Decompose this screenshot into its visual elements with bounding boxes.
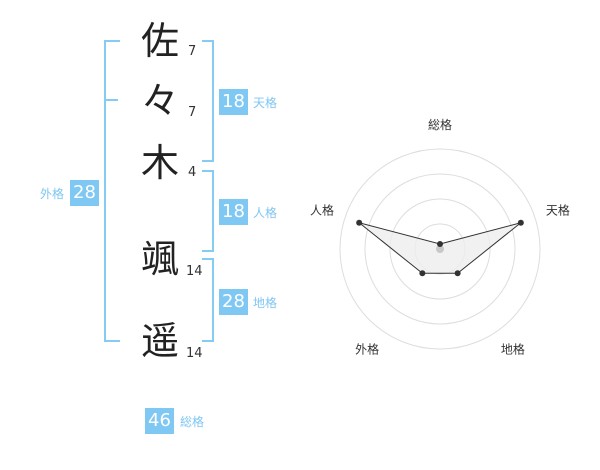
radar-grid-ring [339, 148, 541, 350]
jinkaku-score: 18 [219, 199, 248, 225]
radar-axis-label: 人格 [310, 203, 334, 218]
tenkaku-label: 天格 [253, 96, 278, 110]
name-char-2: 々 [140, 79, 179, 123]
radar-point [454, 270, 461, 277]
bracket-tick [104, 99, 118, 101]
radar-grid-ring [389, 198, 491, 300]
radar-axis-label: 総格 [428, 117, 452, 132]
chikaku-score: 28 [219, 289, 248, 315]
gaikaku-label: 外格 [40, 187, 65, 201]
jinkaku-label: 人格 [253, 206, 278, 220]
radar-axis-label: 地格 [501, 341, 525, 356]
tenkaku-bracket [202, 40, 214, 162]
soukaku-label: 総格 [180, 415, 205, 429]
jinkaku-bracket [202, 170, 214, 252]
gaikaku-score: 28 [70, 180, 99, 206]
chikaku-bracket [202, 258, 214, 342]
name-char-5: 遥 [140, 319, 179, 363]
radar-point [356, 219, 363, 226]
stroke-count-2: 7 [188, 105, 197, 120]
name-char-4: 颯 [140, 237, 179, 281]
radar-point [517, 219, 524, 226]
tenkaku-score: 18 [219, 89, 248, 115]
soukaku-score: 46 [145, 408, 174, 434]
name-char-3: 木 [140, 141, 179, 185]
stroke-count-1: 7 [188, 44, 197, 59]
radar-axis-label: 天格 [546, 203, 570, 218]
radar-axis-label: 外格 [355, 341, 379, 356]
chikaku-label: 地格 [253, 296, 278, 310]
radar-center-dot [436, 245, 444, 253]
radar-grid-ring [364, 173, 516, 325]
stroke-count-5: 14 [186, 346, 203, 361]
name-char-1: 佐 [140, 19, 179, 63]
stroke-count-4: 14 [186, 264, 203, 279]
radar-point [437, 241, 443, 247]
radar-point [419, 270, 426, 277]
gaikaku-bracket [104, 40, 120, 342]
stroke-count-3: 4 [188, 165, 197, 180]
